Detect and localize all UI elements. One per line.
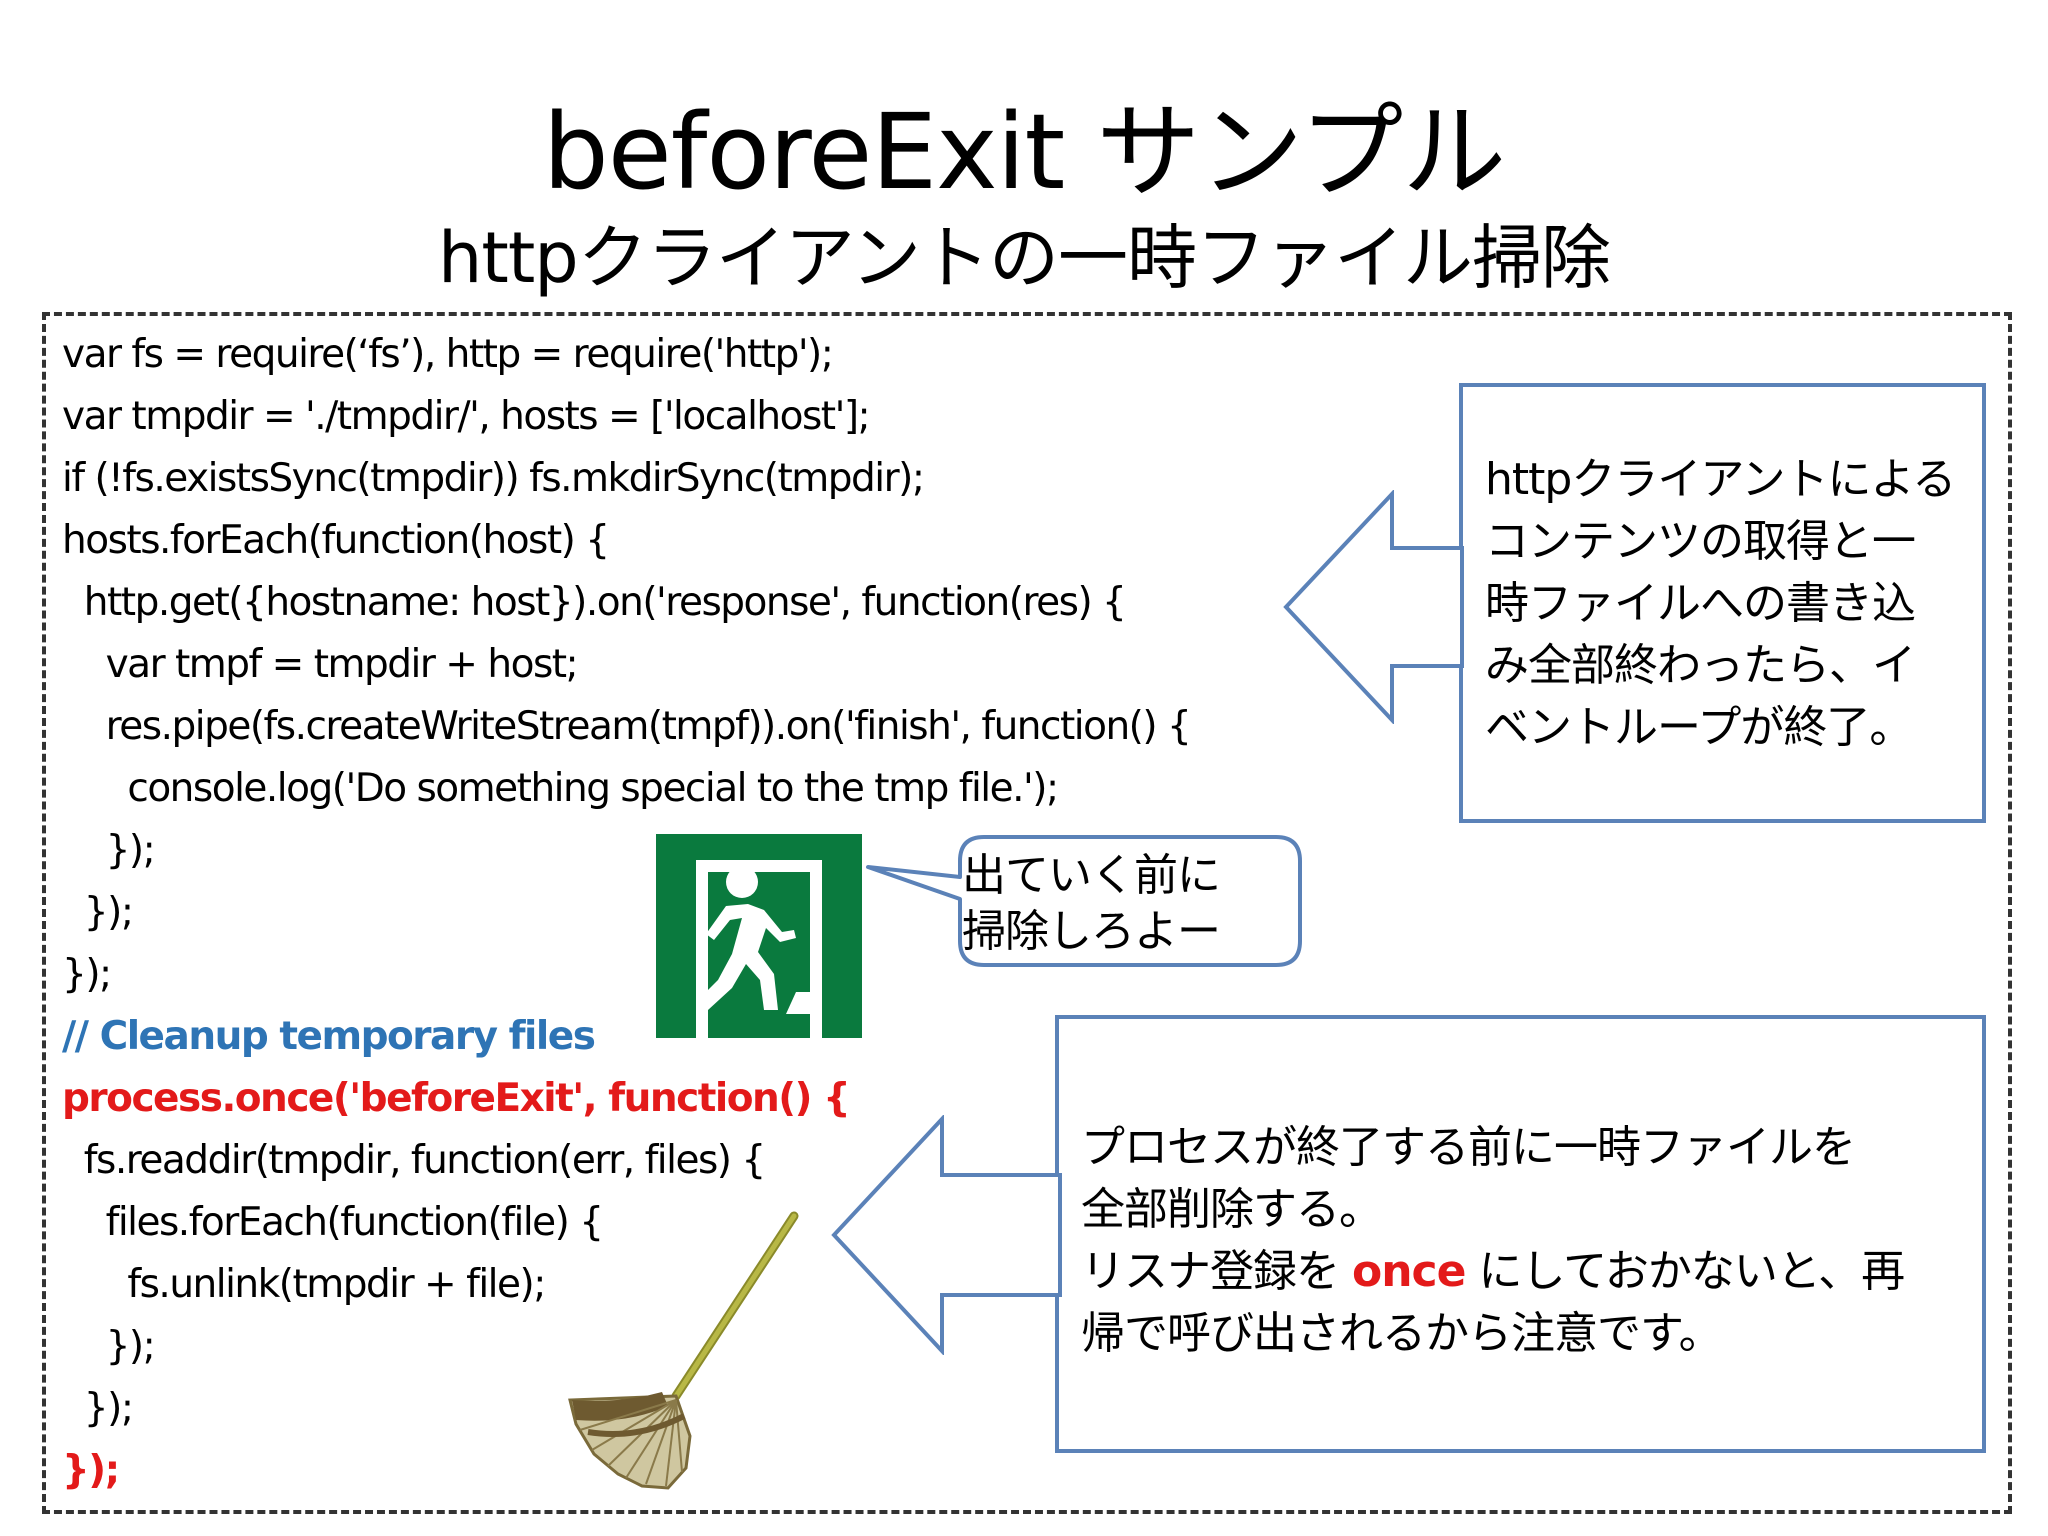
code-line: if (!fs.existsSync(tmpdir)) fs.mkdirSync… (62, 456, 925, 501)
code-line: // Cleanup temporary files (62, 1014, 596, 1059)
slide-title: beforeExit サンプル (542, 91, 1507, 213)
code-line: fs.unlink(tmpdir + file); (62, 1262, 546, 1307)
code-frame (42, 312, 2012, 1514)
callout-text-segment: リスナ登録を (1081, 1246, 1352, 1297)
callout-line: ベントループが終了。 (1485, 702, 1913, 753)
callout-text-beforeexit: プロセスが終了する前に一時ファイルを 全部削除する。 リスナ登録を once に… (1081, 1117, 1971, 1365)
callout-line: リスナ登録を once にしておかないと、再 (1081, 1241, 1971, 1303)
code-line: }); (62, 952, 112, 997)
callout-line: 帰で呼び出されるから注意です。 (1081, 1308, 1723, 1359)
rake-icon (568, 1211, 799, 1490)
speech-bubble (866, 835, 1302, 967)
speech-line: 掃除しろよー (962, 906, 1221, 957)
callout-box-beforeexit: プロセスが終了する前に一時ファイルを 全部削除する。 リスナ登録を once に… (1055, 1015, 1986, 1453)
left-arrow-icon (1283, 490, 1464, 724)
code-line: }); (62, 890, 134, 935)
callout-text-segment: にしておかないと、再 (1465, 1246, 1905, 1297)
code-line: files.forEach(function(file) { (62, 1200, 605, 1245)
speech-line: 出ていく前に (962, 850, 1221, 901)
callout-line: プロセスが終了する前に一時ファイルを (1081, 1122, 1856, 1173)
speech-text: 出ていく前に 掃除しろよー (962, 848, 1282, 960)
code-line: }); (62, 828, 156, 873)
code-line: process.once('beforeExit', function() { (62, 1076, 851, 1121)
slide-subtitle: httpクライアントの一時ファイル掃除 (438, 217, 1611, 299)
code-line: var tmpdir = './tmpdir/', hosts = ['loca… (62, 394, 871, 439)
callout-line: コンテンツの取得と一 (1485, 516, 1916, 567)
code-line: console.log('Do something special to the… (62, 766, 1059, 811)
callout-text-http: httpクライアントによる コンテンツの取得と一 時ファイルへの書き込 み全部終… (1485, 449, 1975, 759)
code-line: http.get({hostname: host}).on('response'… (62, 580, 1127, 625)
emergency-exit-icon (656, 834, 862, 1038)
callout-line: 時ファイルへの書き込 (1485, 578, 1916, 629)
callout-line: 全部削除する。 (1081, 1184, 1383, 1235)
code-line: var fs = require(‘fs’), http = require('… (62, 332, 834, 377)
code-line: res.pipe(fs.createWriteStream(tmpf)).on(… (62, 704, 1192, 749)
code-line: hosts.forEach(function(host) { (62, 518, 610, 563)
callout-line: み全部終わったら、イ (1485, 640, 1916, 691)
code-line: fs.readdir(tmpdir, function(err, files) … (62, 1138, 766, 1183)
code-block: var fs = require(‘fs’), http = require('… (62, 324, 1462, 1502)
code-line: }); (62, 1386, 134, 1431)
code-line: }); (62, 1324, 156, 1369)
code-line: }); (62, 1448, 120, 1493)
left-arrow-icon (831, 1115, 1062, 1355)
once-keyword: once (1352, 1246, 1466, 1297)
code-line: var tmpf = tmpdir + host; (62, 642, 579, 687)
callout-line: httpクライアントによる (1485, 454, 1956, 505)
callout-box-http: httpクライアントによる コンテンツの取得と一 時ファイルへの書き込 み全部終… (1459, 383, 1986, 823)
